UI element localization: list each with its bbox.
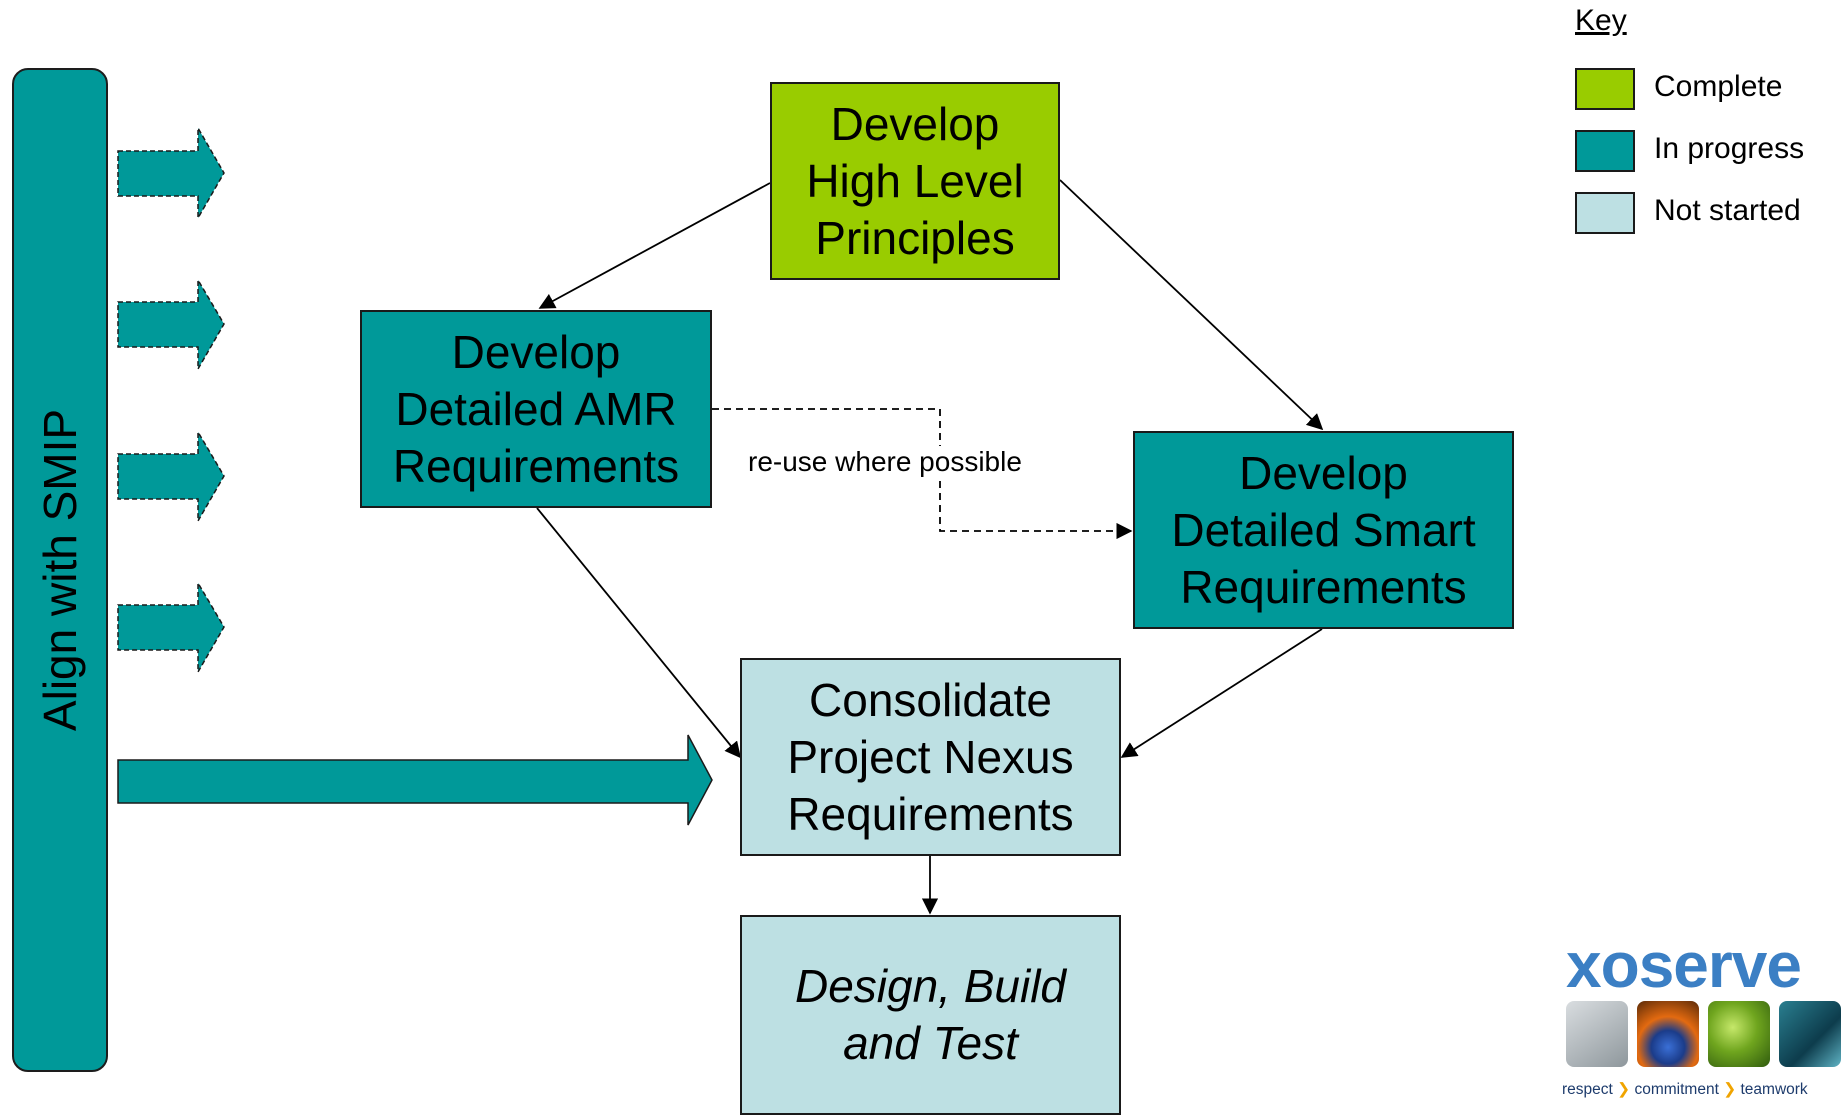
connector-principles-smart [1059, 179, 1324, 431]
box-label: Develop High Level Principles [806, 97, 1024, 264]
dashed-block-arrow-4 [117, 580, 225, 675]
legend-label: Complete [1654, 70, 1783, 103]
legend-swatch [1575, 130, 1635, 172]
legend-label: In progress [1654, 132, 1805, 165]
connector-principles-amr [538, 182, 771, 309]
box-label: Consolidate Project Nexus Requirements [787, 673, 1074, 840]
align-with-smip-bar: Align with SMIP [12, 68, 108, 1072]
box-label: Develop Detailed AMR Requirements [392, 325, 680, 492]
legend-swatch [1575, 68, 1635, 110]
legend-label: Not started [1654, 194, 1801, 227]
sidebar-to-consolidate-arrow [117, 734, 713, 826]
tagline-word: teamwork [1740, 1081, 1808, 1098]
meter-icon [1566, 1001, 1628, 1067]
legend-title: Key [1575, 4, 1627, 37]
sidebar-label: Align with SMIP [34, 408, 86, 732]
logo-tagline: respect ❯ commitment ❯ teamwork [1562, 1080, 1808, 1099]
box-develop-detailed-smart-requirements: Develop Detailed Smart Requirements [1133, 431, 1514, 629]
connector-amr-consolidate [536, 507, 742, 759]
dashed-block-arrows [117, 125, 225, 675]
box-develop-detailed-amr-requirements: Develop Detailed AMR Requirements [360, 310, 712, 508]
tagline-word: respect [1562, 1081, 1613, 1098]
box-develop-high-level-principles: Develop High Level Principles [770, 82, 1060, 280]
dashed-block-arrow-1 [117, 125, 225, 221]
box-design-build-and-test: Design, Build and Test [740, 915, 1121, 1115]
circuit-icon [1779, 1001, 1841, 1067]
logo-tiles [1566, 1001, 1842, 1067]
dashed-block-arrow-2 [117, 277, 225, 372]
dashed-block-arrow-3 [117, 429, 225, 524]
tagline-separator: ❯ [1617, 1081, 1631, 1098]
box-consolidate-project-nexus-requirements: Consolidate Project Nexus Requirements [740, 658, 1121, 856]
tagline-separator: ❯ [1723, 1081, 1737, 1098]
box-label: Develop Detailed Smart Requirements [1171, 446, 1476, 613]
gas-flame-icon [1637, 1001, 1699, 1067]
tagline-word: commitment [1634, 1081, 1719, 1098]
connector-smart-consolidate [1120, 628, 1323, 758]
legend-swatch [1575, 192, 1635, 234]
logo-wordmark: xoserve [1566, 929, 1802, 1001]
reuse-label: re-use where possible [744, 446, 1026, 478]
leaf-icon [1708, 1001, 1770, 1067]
xoserve-logo: xoserve respect ❯ commitment ❯ teamwork [1562, 929, 1842, 1110]
box-label: Design, Build and Test [794, 960, 1067, 1069]
